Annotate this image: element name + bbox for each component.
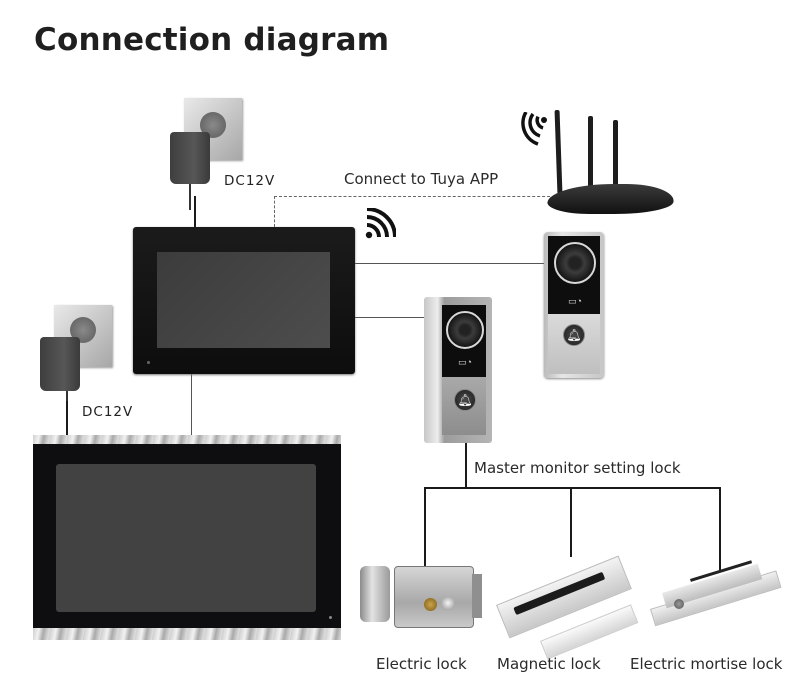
doorbell-b-cable	[355, 317, 425, 318]
wifi-icon-router	[521, 112, 547, 146]
magnetic-lock-image	[496, 545, 639, 660]
power-cable-bottom	[66, 400, 68, 435]
page-title: Connection diagram	[34, 22, 390, 58]
rfid-icon: ▭◔	[568, 296, 582, 306]
magnet-coil	[513, 571, 606, 616]
doorbell-lower-panel: 🔔︎	[548, 314, 600, 374]
adapter-cord	[66, 391, 68, 401]
router-antenna	[613, 120, 618, 186]
electric-lock-image	[358, 562, 488, 630]
outdoor-doorbell-rain-cover: ▭◔ 🔔︎	[424, 293, 494, 443]
doorbell-lower-panel: 🔔︎	[442, 377, 486, 435]
adapter-cord	[189, 184, 191, 210]
mortise-lock-image	[650, 560, 782, 627]
adapter-brick	[40, 337, 80, 391]
monitor-trim-top	[33, 435, 341, 444]
dc12v-label-top: DC12V	[224, 173, 276, 189]
mortise-bolt	[674, 599, 684, 609]
doorbell-camera-panel: ▭◔	[548, 236, 600, 314]
monitor-indicator	[147, 361, 150, 364]
bell-button-icon: 🔔︎	[563, 324, 585, 346]
electric-lock-cable	[424, 487, 426, 567]
lock-trunk-cable	[465, 443, 467, 488]
wifi-link-line	[274, 196, 560, 197]
monitor-screen	[157, 252, 330, 348]
lock-keeper	[360, 566, 390, 622]
indoor-monitor-secondary	[33, 435, 341, 640]
adapter-brick	[170, 132, 210, 184]
wifi-link-drop	[274, 196, 275, 227]
monitor-link-cable	[191, 374, 192, 435]
wifi-router	[545, 109, 698, 230]
bell-button-icon: 🔔︎	[454, 389, 476, 411]
dc12v-label-bottom: DC12V	[82, 404, 134, 420]
lock-label-magnetic: Magnetic lock	[497, 655, 601, 673]
monitor-trim-bottom	[33, 628, 341, 640]
lock-label-electric: Electric lock	[376, 655, 467, 673]
router-antenna	[588, 116, 593, 188]
tuya-app-label: Connect to Tuya APP	[344, 170, 499, 188]
wifi-icon	[365, 208, 396, 239]
doorbell-camera-panel: ▭◔	[442, 305, 486, 377]
lock-label-mortise: Electric mortise lock	[630, 655, 783, 673]
camera-lens-icon	[446, 311, 484, 349]
router-antenna	[554, 109, 563, 195]
lock-knob-icon	[441, 596, 455, 610]
lock-section-header: Master monitor setting lock	[474, 459, 681, 477]
lock-body	[394, 566, 474, 628]
power-cable-top	[194, 196, 196, 227]
power-adapter-bottom	[40, 305, 160, 415]
monitor-indicator	[329, 616, 332, 619]
lock-bus-cable	[424, 487, 721, 489]
power-adapter-top	[166, 98, 286, 210]
rfid-icon: ▭◔	[458, 357, 472, 367]
monitor-screen	[56, 464, 316, 612]
mortise-lock-cable	[719, 487, 721, 571]
monitor-body	[33, 444, 341, 628]
lock-plate	[472, 574, 482, 618]
doorbell-a-cable	[355, 263, 544, 264]
camera-lens-icon	[554, 242, 596, 284]
indoor-monitor-main	[133, 227, 355, 374]
router-base	[545, 184, 677, 214]
magnetic-lock-cable	[570, 487, 572, 557]
key-cylinder-icon	[424, 598, 437, 611]
outdoor-doorbell-flat: ▭◔ 🔔︎	[544, 232, 604, 378]
